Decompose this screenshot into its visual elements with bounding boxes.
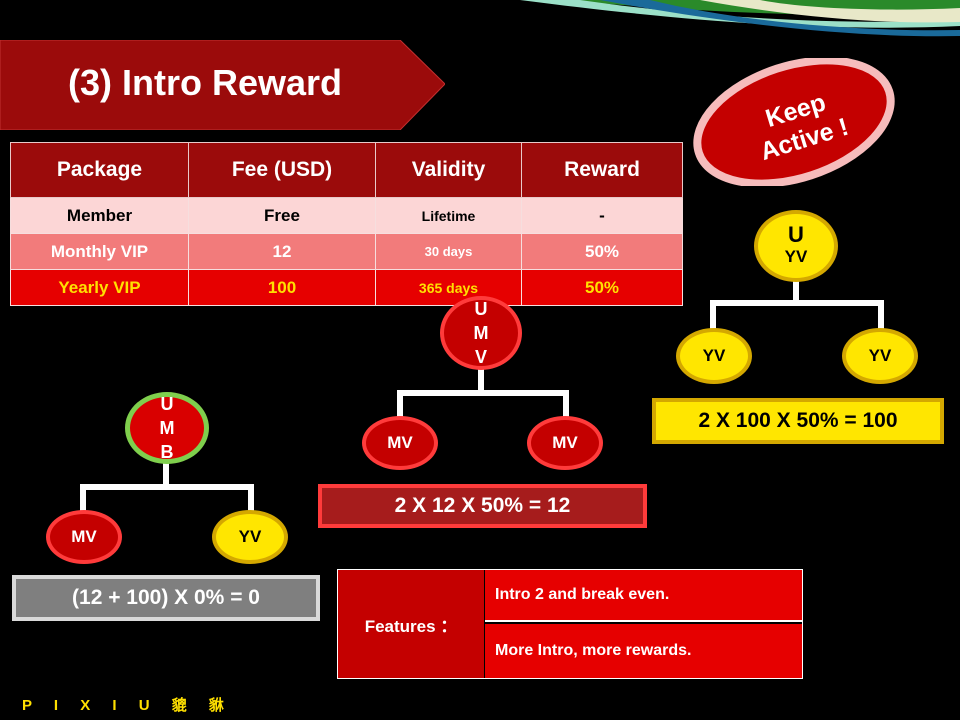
formula-box-umv: 2 X 12 X 50% = 12 [318,484,647,528]
formula-box-uyv: 2 X 100 X 50% = 100 [652,398,944,444]
tree-connector [397,390,569,396]
header-validity: Validity [375,142,522,198]
tree-connector [163,460,169,488]
root-line: M [159,418,175,438]
root-line: YV [784,247,808,266]
header-package: Package [10,142,189,198]
cell-reward: 50% [521,269,683,306]
root-line: U [160,394,174,414]
table-row: Monthly VIP 12 30 days 50% [10,233,683,270]
tree-connector [397,390,403,424]
tree-root-uyv: U YV [754,210,838,282]
tree-root-umv: U M V [440,296,522,370]
cell-fee: 100 [188,269,376,306]
cell-package: Yearly VIP [10,269,189,306]
tree-child-left: MV [46,510,122,564]
header-fee: Fee (USD) [188,142,376,198]
page-title: (3) Intro Reward [68,62,343,103]
header-decoration [520,0,960,37]
tree-connector [80,484,86,518]
cell-fee: 12 [188,233,376,270]
feature-item: Intro 2 and break even. [485,570,802,622]
tree-child-right: YV [842,328,918,384]
header-reward: Reward [521,142,683,198]
tree-connector [478,362,484,396]
cell-package: Member [10,197,189,234]
formula-box-umb: (12 + 100) X 0% = 0 [12,575,320,621]
title-banner [0,40,445,130]
tree-connector [793,278,799,304]
tree-child-right: MV [527,416,603,470]
tree-child-right: YV [212,510,288,564]
tree-child-left: MV [362,416,438,470]
cell-package: Monthly VIP [10,233,189,270]
root-line: B [160,442,174,462]
tree-connector [878,300,884,336]
tree-connector [248,484,254,518]
root-line: M [473,323,489,343]
cell-validity: 365 days [375,269,522,306]
cell-validity: 30 days [375,233,522,270]
table-row: Member Free Lifetime - [10,197,683,234]
tree-connector [710,300,884,306]
tree-connector [80,484,254,490]
tree-root-umb: U M B [125,392,209,464]
cell-reward: - [521,197,683,234]
tree-connector [563,390,569,424]
cell-reward: 50% [521,233,683,270]
feature-item: More Intro, more rewards. [485,624,802,678]
root-line: U [788,222,804,247]
package-table: Package Fee (USD) Validity Reward Member… [10,142,683,306]
root-line: U [474,299,488,319]
brand-logo-text: P I X I U 貔 貅 [22,697,233,714]
tree-child-left: YV [676,328,752,384]
tree-connector [710,300,716,336]
keep-active-badge [693,58,895,186]
features-box: Features ： Intro 2 and break even. More … [337,569,803,679]
root-line: V [474,347,487,367]
table-header-row: Package Fee (USD) Validity Reward [10,142,683,198]
cell-validity: Lifetime [375,197,522,234]
table-row: Yearly VIP 100 365 days 50% [10,269,683,306]
features-label: Features ： [338,570,484,678]
cell-fee: Free [188,197,376,234]
